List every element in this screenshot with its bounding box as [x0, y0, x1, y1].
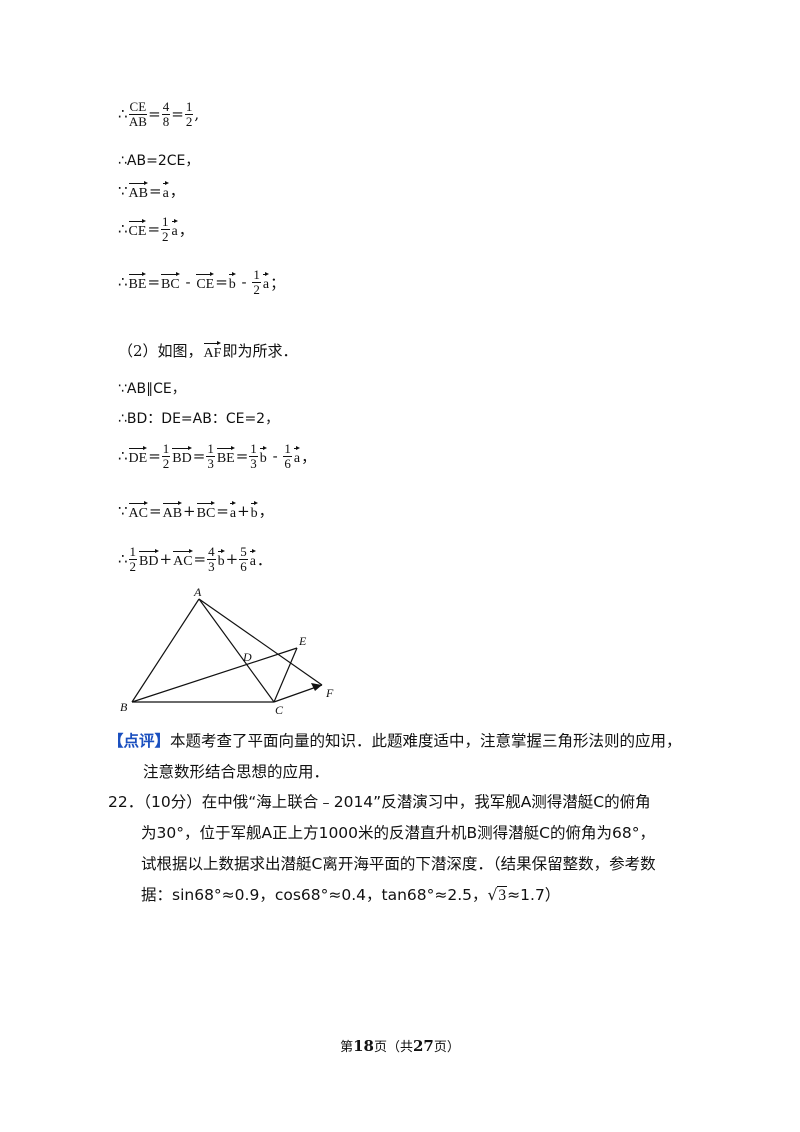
label-b: B: [120, 700, 128, 714]
label-e: E: [298, 634, 307, 648]
label-f: F: [325, 686, 334, 700]
vector-be: BE: [216, 446, 235, 466]
vector-ab: AB: [128, 180, 149, 201]
vector-ce: CE: [128, 219, 146, 239]
comment-paragraph: 【点评】本题考查了平面向量的知识．此题难度适中，注意掌握三角形法则的应用， 注意…: [108, 726, 708, 788]
step-10: ∵ AC = AB + BC = a + b ，: [118, 500, 274, 521]
page-total: 27: [413, 1037, 434, 1055]
problem-line-1: 22．（10分）在中俄“海上联合﹣2014”反潜演习中，我军舰A测得潜艇C的俯角: [108, 793, 651, 811]
vector-af: AF: [203, 340, 221, 361]
comment-tag: 【点评】: [108, 732, 171, 750]
vector-ab: AB: [162, 500, 183, 521]
vector-a: a: [262, 272, 270, 292]
step-6: （2）如图， AF 即为所求．: [118, 340, 298, 361]
vector-ac: AC: [128, 500, 149, 521]
comment-line-1: 【点评】本题考查了平面向量的知识．此题难度适中，注意掌握三角形法则的应用，: [108, 732, 682, 750]
vector-b: b: [217, 549, 225, 569]
segment-ab: [131, 598, 200, 703]
page-footer: 第18页（共27页）: [340, 1037, 460, 1055]
step-7: ∵AB∥CE，: [118, 381, 186, 397]
vector-bd: BD: [139, 549, 159, 569]
vector-b: b: [250, 500, 258, 521]
arrowhead-f: [311, 683, 322, 691]
comment-line-2: 注意数形结合思想的应用．: [143, 763, 330, 781]
vector-de: DE: [128, 446, 147, 466]
segment-ac: [198, 598, 275, 703]
label-d: D: [242, 650, 252, 664]
problem-line-2: 为30°，位于军舰A正上方1000米的反潜直升机B测得潜艇C的俯角为68°，: [141, 824, 655, 842]
vector-ce: CE: [196, 272, 214, 292]
step-8: ∴BD：DE=AB：CE=2，: [118, 411, 280, 427]
vector-bd: BD: [172, 446, 193, 466]
vector-a: a: [249, 549, 257, 569]
segment-be: [131, 647, 298, 703]
vector-a: a: [162, 180, 170, 201]
vector-a: a: [171, 219, 178, 239]
step-2: ∴AB=2CE，: [118, 153, 200, 169]
segment-af: [198, 598, 323, 686]
vector-a: a: [293, 446, 301, 466]
vector-be: BE: [128, 272, 146, 292]
vector-b: b: [228, 272, 236, 292]
segment-ce: [273, 647, 298, 703]
step-3: ∵ AB = a ，: [118, 180, 185, 201]
vector-a: a: [229, 500, 237, 521]
label-c: C: [275, 703, 284, 717]
geometry-figure: A B C D E F: [120, 585, 334, 717]
label-a: A: [193, 585, 202, 599]
problem-line-3: 试根据以上数据求出潜艇C离开海平面的下潜深度．（结果保留整数，参考数: [141, 855, 656, 873]
therefore-symbol: ∴: [118, 105, 128, 124]
vector-bc: BC: [196, 500, 215, 521]
sqrt-radicand: 3: [497, 886, 508, 904]
problem-line-4: 据：sin68°≈0.9，cos68°≈0.4，tan68°≈2.5，√3≈1.…: [141, 886, 561, 904]
vector-ac: AC: [173, 549, 193, 569]
vector-b: b: [259, 446, 267, 466]
problem-22: 22．（10分）在中俄“海上联合﹣2014”反潜演习中，我军舰A测得潜艇C的俯角…: [108, 787, 718, 911]
sqrt-symbol: √: [487, 886, 498, 904]
page-number: 18: [353, 1037, 374, 1055]
vector-bc: BC: [161, 272, 180, 292]
